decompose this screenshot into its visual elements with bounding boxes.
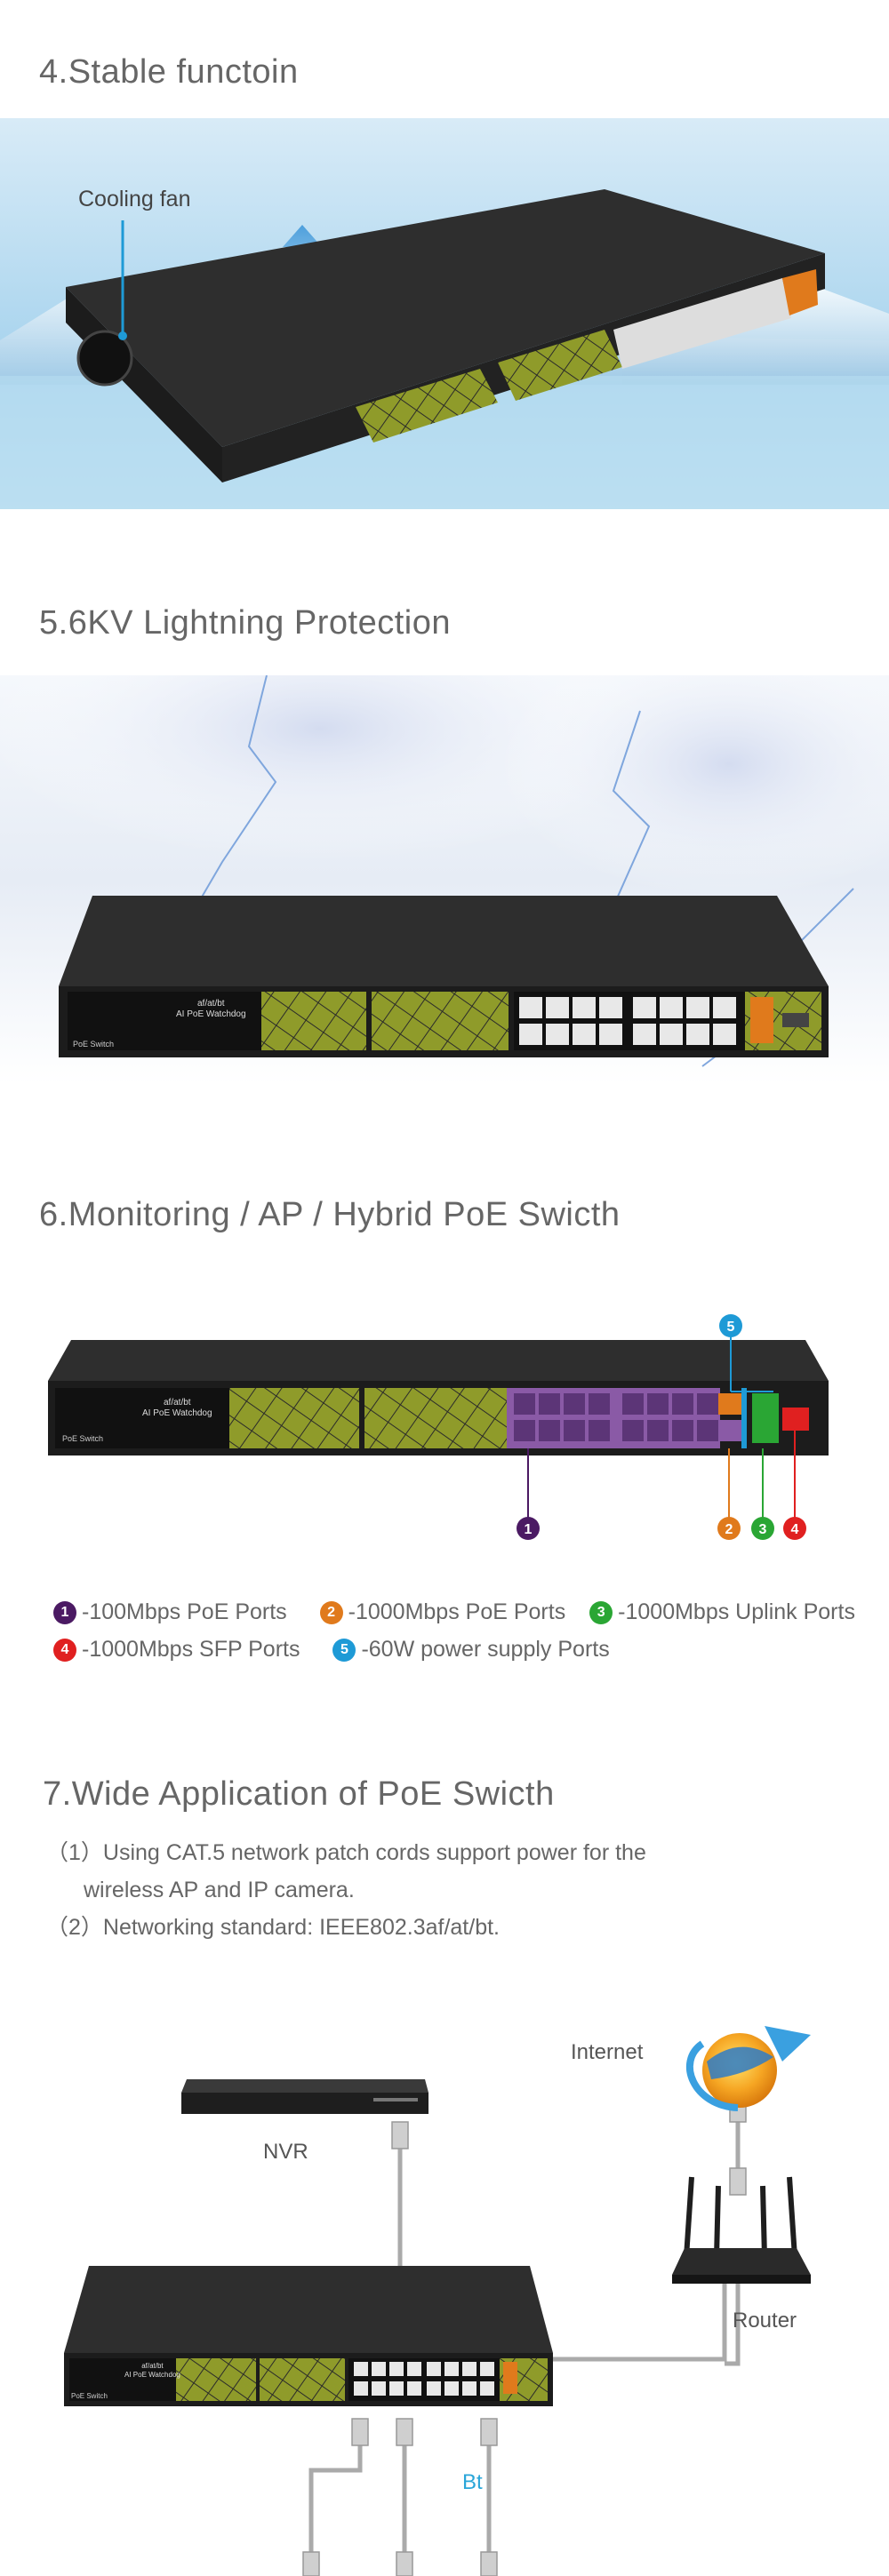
nvr-label: NVR — [263, 2140, 308, 2164]
port-diagram-svg: 1 2 3 4 5 — [48, 1314, 829, 1540]
svg-text:3: 3 — [759, 1522, 767, 1537]
network-diagram: Internet NVR Router Bt af/at/bt AI PoE W… — [0, 2008, 889, 2576]
section-title-stable: 4.Stable functoin — [39, 53, 299, 91]
stable-banner: Cooling fan — [0, 118, 889, 509]
port-group-sfp — [782, 1408, 809, 1431]
svg-text:5: 5 — [727, 1320, 735, 1335]
section-title-lightning: 5.6KV Lightning Protection — [39, 604, 451, 642]
port-legend-row-1: 1-100Mbps PoE Ports 2-1000Mbps PoE Ports… — [53, 1599, 855, 1625]
legend-item-1000mbps-poe: 2-1000Mbps PoE Ports — [319, 1599, 565, 1625]
legend-item-100mbps: 1-100Mbps PoE Ports — [53, 1599, 287, 1625]
router-label: Router — [733, 2309, 797, 2333]
lightning-scene — [0, 675, 889, 1067]
network-diagram-svg — [64, 2026, 811, 2576]
port-group-1000mbps-poe — [718, 1393, 741, 1415]
legend-item-power: 5-60W power supply Ports — [332, 1637, 610, 1663]
internet-label: Internet — [571, 2040, 644, 2064]
device-model-label: af/at/bt AI PoE Watchdog — [176, 999, 246, 1019]
port-diagram: 1 2 3 4 5 af/at/bt AI PoE Watchdog PoE S… — [0, 1306, 889, 1555]
section-title-application: 7.Wide Application of PoE Swicth — [43, 1775, 555, 1813]
device-brand-label-2: PoE Switch — [62, 1434, 104, 1443]
svg-text:1: 1 — [525, 1522, 533, 1537]
port-group-uplink — [752, 1393, 779, 1443]
switch-device-front — [59, 896, 829, 1057]
legend-item-sfp: 4-1000Mbps SFP Ports — [53, 1637, 300, 1663]
bt-label: Bt — [462, 2470, 483, 2494]
switch-device-angled — [66, 189, 825, 483]
device-model-label-3: af/at/bt AI PoE Watchdog — [124, 2362, 180, 2379]
poe-switch-device — [64, 2266, 553, 2406]
internet-globe-icon — [685, 2026, 811, 2111]
router-device — [672, 2176, 811, 2284]
fan-icon — [76, 330, 133, 387]
device-brand-label-3: PoE Switch — [71, 2392, 108, 2400]
legend-item-uplink: 3-1000Mbps Uplink Ports — [589, 1599, 855, 1625]
stable-scene — [0, 189, 889, 509]
lightning-banner: af/at/bt AI PoE Watchdog PoE Switch — [0, 675, 889, 1084]
cooling-fan-label: Cooling fan — [78, 187, 191, 211]
device-model-label-2: af/at/bt AI PoE Watchdog — [142, 1398, 212, 1418]
section-title-monitoring: 6.Monitoring / AP / Hybrid PoE Swicth — [39, 1196, 621, 1233]
svg-text:2: 2 — [725, 1522, 733, 1537]
device-brand-label: PoE Switch — [73, 1040, 115, 1049]
nvr-device — [181, 2079, 428, 2114]
application-notes: （1）Using CAT.5 network patch cords suppo… — [46, 1840, 646, 1940]
port-legend-row-2: 4-1000Mbps SFP Ports 5-60W power supply … — [53, 1637, 610, 1663]
svg-text:4: 4 — [791, 1522, 799, 1537]
